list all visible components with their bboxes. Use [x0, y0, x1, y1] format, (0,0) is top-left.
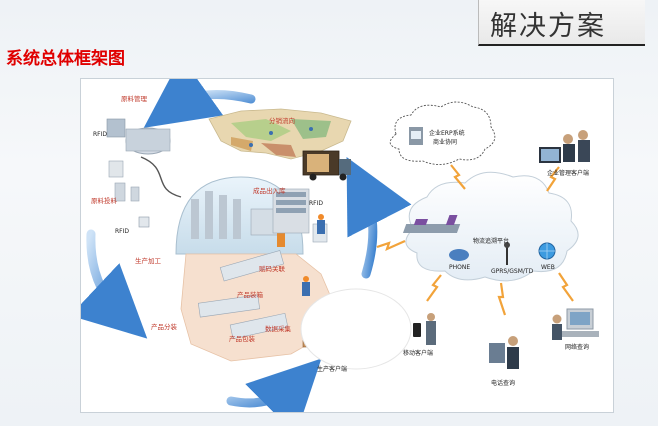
- bolt-erp: [450, 164, 466, 190]
- label-producer-client: 生产客户端: [317, 365, 347, 373]
- label-erp-sub: 商业协同: [433, 138, 457, 146]
- label-phone-query: 电话查询: [491, 379, 515, 387]
- producer-area: [300, 288, 412, 370]
- label-platform: 物流追溯平台: [473, 237, 509, 245]
- delivery-truck: [302, 150, 351, 181]
- cycle-arrows: [81, 79, 412, 412]
- title-box: [478, 0, 645, 46]
- cycle-arrow-left: [81, 229, 148, 339]
- cycle-arrow-bottom: [226, 358, 322, 412]
- framework-diagram: 原料管理 RFID 原料投料 RFID 生产加工 分销流向 成品出入库 RFID…: [81, 79, 599, 412]
- label-web: WEB: [541, 264, 555, 271]
- diagram-panel: 原料管理 RFID 原料投料 RFID 生产加工 分销流向 成品出入库 RFID…: [80, 78, 614, 413]
- label-rfid-1: RFID: [93, 131, 107, 138]
- label-production: 生产加工: [135, 256, 162, 265]
- label-mobile-client: 移动客户端: [403, 349, 433, 357]
- erp-cloud: [389, 101, 496, 165]
- label-distribution-flow: 分销流向: [269, 116, 295, 125]
- label-code-link: 赋码关联: [259, 264, 286, 273]
- label-web-query: 网络查询: [565, 343, 589, 351]
- label-phone: PHONE: [449, 264, 470, 271]
- phone-query-figure: [489, 336, 519, 369]
- label-product-package: 产品包装: [229, 334, 256, 343]
- enterprise-client-figure: [539, 130, 590, 163]
- bolt-phone: [497, 282, 507, 316]
- label-product-in-out: 成品出入库: [253, 186, 286, 195]
- label-erp: 企业ERP系统: [429, 129, 465, 137]
- bolt-producer: [376, 239, 406, 252]
- distribution-map: [208, 108, 352, 160]
- label-rfid-2: RFID: [115, 228, 129, 235]
- mobile-client-figure: [413, 313, 436, 345]
- signal-bolts: [376, 164, 574, 316]
- label-rfid-top: RFID: [309, 200, 323, 207]
- label-network: GPRS/GSM/TD: [491, 268, 534, 275]
- web-query-figure: [552, 308, 599, 340]
- label-enterprise-client: 企业管理客户端: [547, 169, 589, 177]
- network-cloud: [402, 171, 579, 282]
- cycle-arrow-top: [143, 79, 256, 128]
- bolt-enterprise: [546, 166, 560, 192]
- cycle-arrow-right: [346, 156, 412, 279]
- bolt-web: [558, 272, 574, 302]
- label-packing: 产品装箱: [237, 290, 264, 299]
- page-title: 解决方案: [490, 11, 606, 42]
- label-raw-material-input: 原料投料: [91, 196, 118, 205]
- raw-material-tank: [106, 118, 182, 228]
- label-data-collect: 数据采集: [265, 324, 292, 333]
- label-raw-material-mgmt: 原料管理: [121, 94, 148, 103]
- label-packaging: 产品分装: [151, 322, 178, 331]
- bolt-mobile: [426, 274, 442, 302]
- diagram-subtitle: 系统总体框架图: [6, 49, 125, 69]
